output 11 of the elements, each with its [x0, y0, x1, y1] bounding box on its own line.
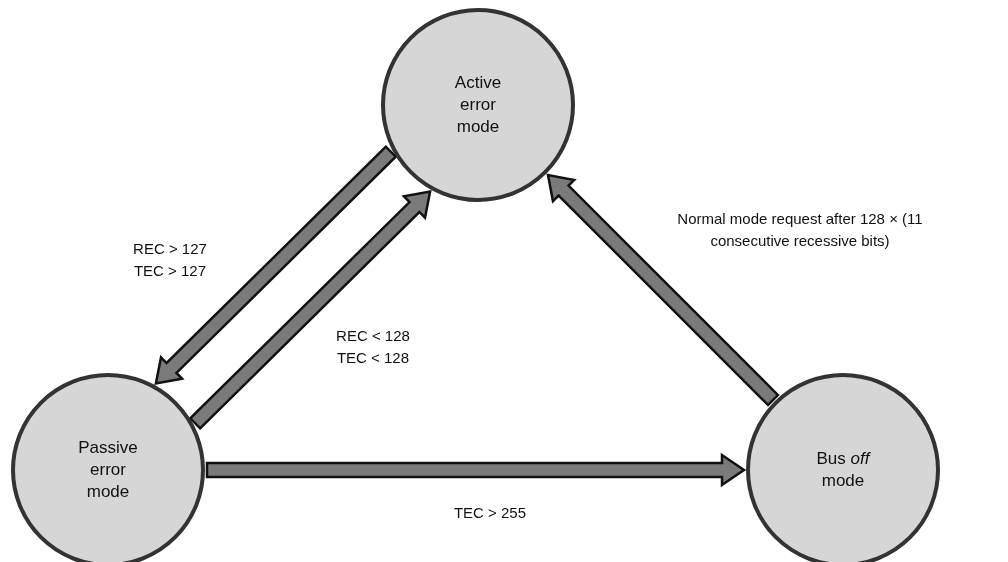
- state-label: Passive error mode: [77, 436, 139, 504]
- arrow: [205, 452, 747, 488]
- arrow: [154, 144, 398, 385]
- state-label: Active error mode: [453, 71, 503, 139]
- edge-label: REC < 128 TEC < 128: [335, 326, 411, 368]
- edge-label: REC > 127 TEC > 127: [132, 239, 208, 281]
- state-label: Bus off mode: [815, 447, 872, 492]
- edge-label: Normal mode request after 128 × (11 consecutive recessive bits): [676, 209, 924, 251]
- arrow: [546, 173, 780, 407]
- edge-label: TEC > 255: [452, 503, 528, 523]
- arrow: [188, 190, 432, 431]
